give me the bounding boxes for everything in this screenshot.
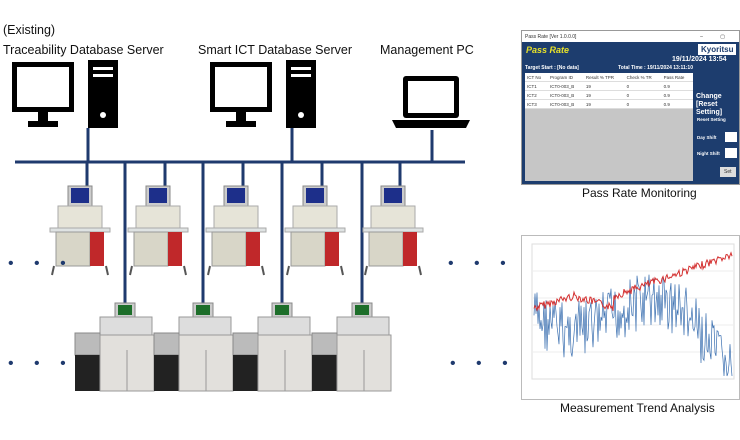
reset-setting-label: Reset Setting	[697, 117, 726, 122]
table-cell: 0	[624, 81, 662, 91]
inline-ict-machine	[74, 302, 155, 392]
ict-tester-station	[284, 185, 346, 276]
pass-rate-caption: Pass Rate Monitoring	[582, 186, 697, 200]
column-header[interactable]: Pass Rate	[661, 73, 693, 82]
window-title: Pass Rate [Ver 1.0.0.0]	[525, 33, 577, 40]
smart-ict-server-label: Smart ICT Database Server	[198, 43, 352, 57]
inline-ict-machine	[232, 302, 313, 392]
table-cell: 0.9	[661, 99, 693, 109]
day-shift-radio[interactable]: Day Shift	[697, 135, 717, 140]
table-cell: ICT0-003_B	[548, 90, 584, 100]
trend-series-b	[533, 251, 733, 312]
ict-tester-station	[127, 185, 189, 276]
table-cell: 0	[624, 90, 662, 100]
laptop-icon	[392, 76, 470, 128]
kyoritsu-logo: Kyoritsu	[698, 44, 737, 55]
table-cell: ICT3	[525, 99, 549, 109]
window-titlebar: Pass Rate [Ver 1.0.0.0] – ▢	[522, 31, 739, 42]
continuation-dots-left-top: • • •	[8, 255, 74, 272]
inline-ict-machine	[311, 302, 392, 392]
table-cell: 0.9	[661, 90, 693, 100]
plot-area	[531, 243, 735, 380]
ict-tester-station	[49, 185, 111, 276]
table-cell: 19	[583, 99, 625, 109]
traceability-server-icon	[12, 60, 118, 128]
inline-ict-machine	[153, 302, 234, 392]
total-time: Total Time : 19/11/2024 13:11:10	[618, 65, 693, 71]
table-cell: ICT0-003_B	[548, 81, 584, 91]
current-date: 19/11/2024 13:54	[672, 56, 727, 63]
column-header[interactable]: Program ID	[548, 73, 584, 82]
night-shift-radio[interactable]: Night Shift	[697, 151, 720, 156]
table-cell: 19	[583, 90, 625, 100]
table-cell: 0	[624, 99, 662, 109]
existing-label: (Existing)	[3, 23, 56, 37]
target-start: Target Start : [No data]	[525, 65, 579, 71]
night-shift-input[interactable]	[725, 148, 737, 158]
trend-caption: Measurement Trend Analysis	[560, 401, 715, 415]
table-cell: 0.9	[661, 81, 693, 91]
column-header[interactable]: Check % TR	[624, 73, 662, 82]
column-header[interactable]: ICT No	[525, 73, 549, 82]
continuation-dots-right-top: • • •	[448, 255, 514, 272]
table-cell: ICT2	[525, 90, 549, 100]
change-reset-checkbox[interactable]: Change [Reset Setting]	[696, 93, 723, 116]
trend-series-a	[533, 274, 733, 377]
continuation-dots-right-bottom: • • •	[450, 355, 516, 372]
traceability-server-label: Traceability Database Server	[3, 43, 164, 57]
continuation-dots-left-bottom: • • •	[8, 355, 74, 372]
table-cell: 19	[583, 81, 625, 91]
window-controls[interactable]: – ▢	[700, 33, 733, 40]
ict-tester-station	[362, 185, 424, 276]
smart-ict-server-icon	[210, 60, 316, 128]
trend-chart	[521, 235, 740, 400]
set-button[interactable]: Set	[720, 167, 736, 177]
pass-rate-title: Pass Rate	[526, 45, 570, 55]
table-cell: ICT1	[525, 81, 549, 91]
pass-rate-window: Pass Rate [Ver 1.0.0.0] – ▢ Pass Rate Ta…	[521, 30, 740, 185]
ict-tester-station	[205, 185, 267, 276]
table-cell: ICT0-003_B	[548, 99, 584, 109]
column-header[interactable]: Result % TPR	[583, 73, 625, 82]
management-pc-label: Management PC	[380, 43, 474, 57]
day-shift-input[interactable]	[725, 132, 737, 142]
